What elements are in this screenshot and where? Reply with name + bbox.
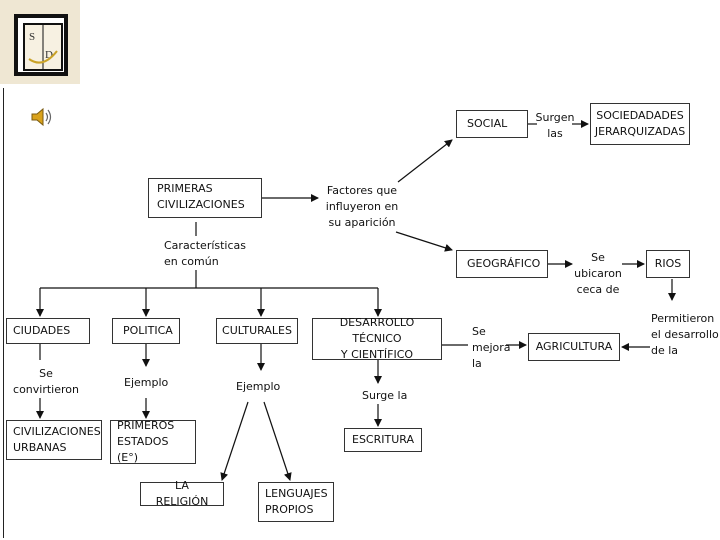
speaker-icon[interactable] <box>30 106 54 128</box>
social-box: SOCIAL <box>456 110 528 138</box>
escritura-label: ESCRITURA <box>352 433 414 446</box>
rios-box: RIOS <box>646 250 690 278</box>
surge-la-label: Surge la <box>362 389 408 402</box>
civilizaciones-urbanas-box: CIVILIZACIONES URBANAS <box>6 420 102 460</box>
primeras-civilizaciones-box: PRIMERAS CIVILIZACIONES <box>148 178 262 218</box>
culturales-box: CULTURALES <box>216 318 298 344</box>
escritura-box: ESCRITURA <box>344 428 422 452</box>
primeros-estados-label: PRIMEROS ESTADOS (E°) <box>117 419 175 464</box>
logo-letter-d: D <box>45 49 53 61</box>
surgen-las-label: Surgen las <box>535 111 575 140</box>
sociedades-jerarquizadas-label: SOCIEDADADES JERARQUIZADAS <box>594 109 686 138</box>
arrow-ejemplo-lenguajes <box>263 401 292 481</box>
arrow-ejemplo-religion <box>220 401 249 481</box>
social-label: SOCIAL <box>467 117 508 130</box>
se-convirtieron-label: Se convirtieron <box>13 367 79 396</box>
desarrollo-tecnico-label: DESARROLLO TÉCNICO Y CIENTÍFICO <box>339 316 415 361</box>
caracteristicas-label: Características en común <box>164 239 247 268</box>
logo-frame: S D <box>14 14 68 76</box>
geografico-label: GEOGRÁFICO <box>467 257 541 270</box>
arrow-factores-social <box>397 139 453 183</box>
politica-box: POLITICA <box>112 318 180 344</box>
se-ubicaron-label: Se ubicaron ceca de <box>574 251 622 296</box>
se-mejora-label: Se mejora la <box>472 325 511 370</box>
factores-label: Factores que influyeron en su aparición <box>325 184 399 229</box>
ciudades-box: CIUDADES <box>6 318 90 344</box>
logo-shield-lines <box>28 25 58 69</box>
logo: S D <box>0 0 80 84</box>
primeras-civilizaciones-label: PRIMERAS CIVILIZACIONES <box>157 182 245 211</box>
desarrollo-tecnico-box: DESARROLLO TÉCNICO Y CIENTÍFICO <box>312 316 442 361</box>
rios-label: RIOS <box>654 257 682 270</box>
permitieron-label: Permitieron el desarrollo de la <box>651 312 719 357</box>
culturales-label: CULTURALES <box>222 324 292 337</box>
left-margin-rule <box>3 88 4 538</box>
ciudades-label: CIUDADES <box>13 324 71 337</box>
politica-label: POLITICA <box>123 324 173 337</box>
religion-label: LA RELIGIÓN <box>155 479 209 508</box>
arrow-factores-geografico <box>395 231 453 252</box>
logo-shield: S D <box>23 23 63 71</box>
agricultura-label: AGRICULTURA <box>535 340 613 353</box>
religion-box: LA RELIGIÓN <box>140 479 224 508</box>
ejemplo-culturales-label: Ejemplo <box>236 380 281 393</box>
lenguajes-propios-box: LENGUAJES PROPIOS <box>258 482 334 522</box>
ejemplo-politica-label: Ejemplo <box>124 376 169 389</box>
geografico-box: GEOGRÁFICO <box>456 250 548 278</box>
sociedades-jerarquizadas-box: SOCIEDADADES JERARQUIZADAS <box>590 103 690 145</box>
lenguajes-propios-label: LENGUAJES PROPIOS <box>265 487 328 516</box>
primeros-estados-box: PRIMEROS ESTADOS (E°) <box>110 419 196 464</box>
logo-letter-s: S <box>29 31 36 43</box>
agricultura-box: AGRICULTURA <box>528 333 620 361</box>
civilizaciones-urbanas-label: CIVILIZACIONES URBANAS <box>13 425 101 454</box>
